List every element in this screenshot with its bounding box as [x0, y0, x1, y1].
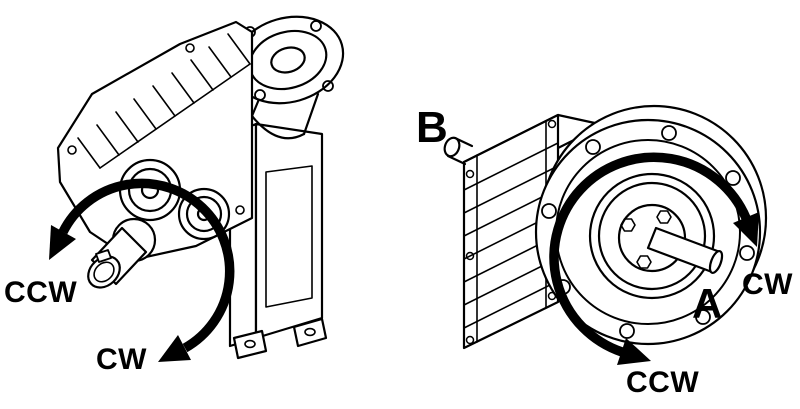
cooling-ribs	[77, 33, 251, 169]
hub-bolts	[620, 210, 672, 269]
right-cw-label: CW	[742, 268, 793, 301]
keyway	[95, 249, 112, 263]
input-shaft-stub	[443, 136, 474, 166]
right-rotation-arrow	[549, 152, 759, 365]
left-gear-unit-drawing	[56, 15, 345, 360]
shaft-end-b-label: B	[416, 103, 448, 152]
shaft-end-a-label: A	[692, 280, 722, 327]
right-output-shaft	[620, 210, 724, 275]
left-rotation-arc	[58, 178, 235, 353]
left-rotation-arrow	[49, 178, 235, 362]
left-cw-label: CW	[96, 343, 147, 376]
left-output-shaft	[87, 217, 157, 289]
right-ccw-arrowhead-icon	[617, 338, 651, 365]
left-ccw-label: CCW	[4, 276, 77, 309]
left-gear-housing	[56, 20, 254, 262]
right-cw-arrowhead-icon	[733, 212, 759, 247]
left-input-flange	[231, 15, 345, 140]
left-cw-arrowhead-icon	[158, 335, 191, 362]
right-ccw-label: CCW	[626, 366, 699, 399]
left-ccw-arrowhead-icon	[49, 225, 76, 260]
right-rotation-arc	[549, 152, 751, 357]
flange-bolt-holes	[541, 125, 755, 339]
